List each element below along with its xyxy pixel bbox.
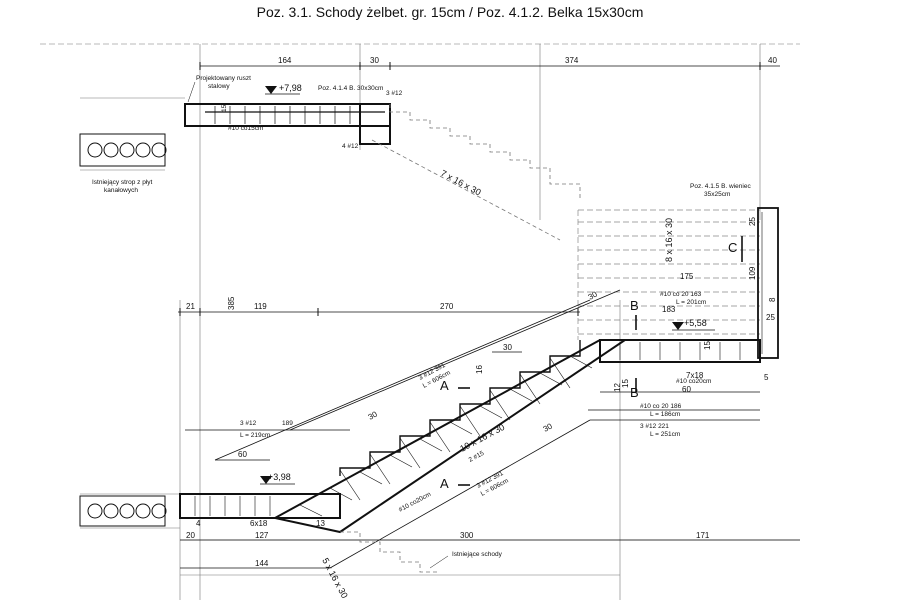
dim-top-374: 374 [565, 56, 579, 65]
note-ruszt-line2: stalowy [208, 83, 230, 90]
main-bars-label: 2 #15 [468, 450, 486, 464]
dim-mid-21: 21 [186, 302, 195, 311]
upper-flight-steps: 7 x 16 x 30 [439, 168, 483, 198]
dim-bottom-20: 20 [186, 531, 195, 540]
step-riser-16: 16 [475, 365, 484, 374]
rebar-text-labels: 3 #12 189 L = 219cm 60 #10 co 20 163 L =… [238, 272, 706, 459]
middle-landing-beam: +5,58 #10 co20cm 7x18 60 5 15 15 12 [599, 318, 769, 394]
side-dim-12: 12 [613, 383, 622, 392]
dim-bottom-144: 144 [255, 559, 269, 568]
upper-stirrups-label: #10 co15cm [228, 125, 263, 132]
side-dim-109: 109 [748, 266, 757, 280]
drawing-title: Poz. 3.1. Schody żelbet. gr. 15cm / Poz.… [256, 4, 644, 20]
dim-183: 183 [662, 305, 676, 314]
incline-dim-30a: 30 [367, 409, 380, 421]
rebar-r4-length: L = 186cm [650, 411, 680, 418]
dim-bottom-6x18: 6x18 [250, 519, 268, 528]
level-marker-top: +7,98 [265, 83, 302, 95]
note-existing-stairs: Istniejące schody [452, 551, 503, 558]
inclined-labels: 3 #12 391 L = 606cm 3 #12 391 L = 606cm … [367, 289, 600, 513]
note-wieniec-line2: 35x25cm [704, 191, 730, 198]
main-flight-slab [272, 339, 629, 534]
lower-landing-slab: +3,98 [179, 472, 341, 519]
level-top-text: +7,98 [279, 83, 302, 93]
section-markers: A A B B [440, 298, 639, 491]
dim-bottom-4: 4 [196, 519, 201, 528]
beam-riser-label: 60 [682, 385, 691, 394]
lower-bars-label: 4 #12 [342, 143, 359, 150]
incline-dim-30b: 30 [542, 421, 555, 433]
dim-top-30: 30 [370, 56, 379, 65]
bottom-dimension-chain: 20 127 300 171 4 6x18 13 144 [180, 519, 800, 568]
rebar-r3-label: #10 co 20 163 [660, 291, 702, 298]
right-landing-dashed [577, 209, 760, 340]
side-dim-15a: 15 [703, 341, 712, 350]
dim-bottom-127: 127 [255, 531, 269, 540]
dim-175: 175 [680, 272, 694, 281]
rebar-r1-length: L = 219cm [240, 432, 270, 439]
level-middle-text: +5,58 [684, 318, 707, 328]
dim-mid-270: 270 [440, 302, 454, 311]
rebar-r1-label: 3 #12 [240, 420, 257, 427]
rebar-lines [180, 289, 760, 569]
step-detail: 30 16 [475, 343, 522, 374]
ring-beam: Poz. 4.1.5 B. wieniec 35x25cm 25 109 8 2… [690, 183, 779, 359]
side-dim-25b: 25 [766, 313, 775, 322]
upper-slab-thickness: 15 [221, 104, 228, 112]
rebar-r1-number: 189 [282, 420, 293, 427]
note-wieniec-line1: Poz. 4.1.5 B. wieniec [690, 183, 751, 190]
rebar-r5-length: L = 251cm [650, 431, 680, 438]
dim-bottom-171: 171 [696, 531, 710, 540]
upper-dashed-flight [371, 104, 581, 241]
right-flight-steps: 8 x 16 x 30 [664, 218, 674, 262]
level-bottom-text: +3,98 [268, 472, 291, 482]
mid-stirrups-label: #10 co20cm [398, 491, 433, 514]
side-dim-25a: 25 [748, 217, 757, 226]
dim-60-left: 60 [238, 450, 247, 459]
side-dim-8: 8 [768, 297, 777, 302]
upper-landing-slab: #10 co15cm 15 3 #12 4 #12 [184, 90, 403, 150]
section-a-bottom: A [440, 476, 449, 491]
beam-stirrups-label: #10 co20cm [676, 378, 711, 385]
bottom-flight-steps: 5 x 16 x 30 [320, 556, 350, 600]
rebar-r5-label: 3 #12 221 [640, 423, 669, 430]
dim-bottom-13: 13 [316, 519, 325, 528]
dim-mid-119: 119 [254, 302, 267, 311]
existing-hollow-slab-top: Istniejący strop z płyt kanałowych [79, 133, 167, 194]
mid-dimension-chain: 21 119 270 385 [178, 296, 580, 316]
rebar-r3-length: L = 201cm [676, 299, 706, 306]
note-strop-line2: kanałowych [104, 187, 138, 194]
side-dim-15b: 15 [621, 379, 630, 388]
existing-stairs-dashed [340, 531, 440, 573]
section-b-top: B [630, 298, 639, 313]
section-c-label: C [728, 240, 737, 255]
side-dim-5: 5 [764, 373, 769, 382]
section-b-bottom: B [630, 385, 639, 400]
rebar-r4-label: #10 co 20 186 [640, 403, 682, 410]
note-ruszt-line1: Projektowany ruszt [196, 75, 251, 82]
step-tread-30: 30 [503, 343, 512, 352]
main-flight-steps: 10 x 16 x 30 [458, 422, 506, 454]
top-notes: Projektowany ruszt stalowy Poz. 4.1.4 B.… [187, 75, 383, 103]
upper-bars-label: 3 #12 [386, 90, 403, 97]
dim-top-40: 40 [768, 56, 777, 65]
top-dimension-chain: 164 30 374 40 [199, 56, 780, 70]
note-strop-line1: Istniejący strop z płyt [92, 179, 153, 186]
beam-tread-label: 7x18 [686, 371, 704, 380]
existing-hollow-slab-bottom [79, 495, 167, 527]
dim-vertical-385: 385 [227, 296, 236, 310]
dim-bottom-300: 300 [460, 531, 474, 540]
dim-top-164: 164 [278, 56, 292, 65]
note-beam-top: Poz. 4.1.4 B. 30x30cm [318, 85, 383, 92]
section-a-top: A [440, 378, 449, 393]
section-c-marker: C [728, 236, 743, 262]
